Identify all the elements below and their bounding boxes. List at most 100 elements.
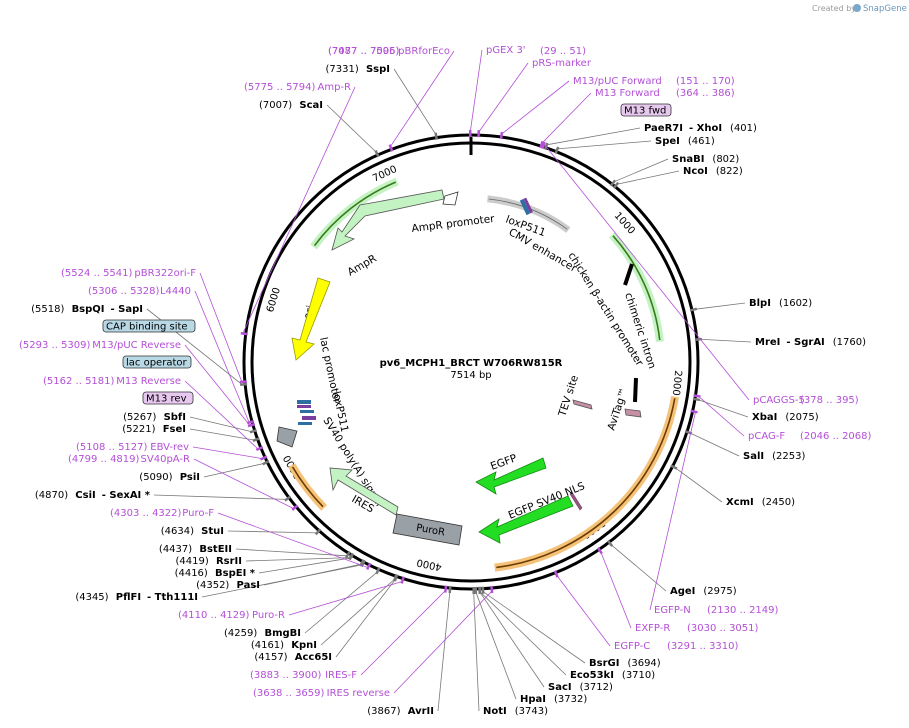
- primer-site[interactable]: SV40pA-R(4799 .. 4819): [68, 454, 190, 465]
- primer-14-leader: [192, 446, 263, 460]
- enzyme-23-site: [345, 550, 351, 559]
- primer-site[interactable]: EGFP-N(2130 .. 2149): [654, 605, 779, 616]
- primer-site[interactable]: L4440(5306 .. 5328): [88, 286, 191, 297]
- enzyme-site[interactable]: (4161) KpnI: [251, 640, 317, 651]
- enzyme-site[interactable]: NotI(3743): [483, 706, 548, 717]
- egfp-arrow-bottom: [478, 495, 574, 544]
- enzyme-site[interactable]: SalI(2253): [743, 451, 805, 462]
- enzyme-site[interactable]: (4437) BstEII: [159, 544, 232, 555]
- primer-site[interactable]: pBR322ori-F(5524 .. 5541): [61, 268, 196, 279]
- enzyme-site[interactable]: (4870) CsiI- SexAI *: [35, 490, 151, 501]
- enzyme-7-leader: [689, 432, 740, 457]
- primer-label: pCAGGS-5: [753, 395, 805, 406]
- tick-label: 6000: [265, 286, 283, 314]
- primer-site[interactable]: IRES reverse(3638 .. 3659): [253, 688, 390, 699]
- primer-site[interactable]: IRES-F(3883 .. 3900): [250, 670, 357, 681]
- primer-5-leader: [698, 395, 745, 437]
- primer-range: (364 .. 386): [676, 88, 735, 99]
- primer-site[interactable]: M13/pUC Reverse(5293 .. 5309): [19, 340, 181, 351]
- enzyme-site[interactable]: (4352) PasI: [196, 580, 260, 591]
- primer-site[interactable]: M13 Forward(364 .. 386): [595, 88, 735, 99]
- boxed-label[interactable]: M13 rev: [142, 391, 194, 405]
- enzyme-site[interactable]: (7331) SspI: [326, 64, 390, 75]
- enzyme-label: (7331) SspI: [326, 64, 390, 75]
- boxed-label[interactable]: M13 fwd: [620, 103, 672, 117]
- enzyme-site[interactable]: AgeI(2975): [670, 586, 737, 597]
- primer-9-site: [490, 585, 494, 594]
- enzyme-site[interactable]: SpeI(461): [655, 136, 715, 147]
- chimeric-intron-bar: [633, 377, 638, 403]
- primer-site[interactable]: pCAG-F(2046 .. 2068): [748, 431, 872, 442]
- enzyme-5-leader: [699, 338, 752, 343]
- feature-arcs: [288, 177, 680, 572]
- lac-promoter-block: [276, 426, 298, 448]
- enzyme-site[interactable]: BlpI(1602): [749, 298, 812, 309]
- enzyme-site[interactable]: (4345) PflFI- Tth111I: [75, 592, 198, 603]
- enzyme-site[interactable]: MreI- SgrAI(1760): [755, 337, 866, 348]
- primer-site[interactable]: pCAGGS-5(378 .. 395): [753, 395, 859, 406]
- primer-site[interactable]: Puro-R(4110 .. 4129): [178, 610, 285, 621]
- loxp511-bottom-marker: [297, 400, 316, 425]
- enzyme-label: Eco53kI(3710): [570, 670, 655, 681]
- enzyme-label: (5221) FseI: [122, 424, 186, 435]
- boxed-label[interactable]: CAP binding site: [102, 319, 196, 333]
- ampr-arrow: [331, 189, 445, 251]
- enzyme-site[interactable]: PaeR7I- XhoI(401): [644, 123, 757, 134]
- primer-2-leader: [501, 80, 570, 135]
- primer-label: pGEX 3': [486, 45, 526, 56]
- plasmid-name: pv6_MCPH1_BRCT W706RW815R: [380, 358, 563, 369]
- enzyme-site[interactable]: (5518) BspQI- SapI: [31, 304, 143, 315]
- primer-site[interactable]: Puro-F(4303 .. 4322): [110, 508, 214, 519]
- primer-site[interactable]: pGEX 3': [486, 45, 526, 56]
- enzyme-site[interactable]: (5221) FseI: [122, 424, 186, 435]
- enzyme-site[interactable]: SacI(3712): [548, 682, 613, 693]
- puror-orange-arc-line: [291, 466, 324, 508]
- enzyme-16-leader: [335, 579, 396, 658]
- enzyme-site[interactable]: XbaI(2075): [752, 412, 819, 423]
- enzyme-site[interactable]: (4419) RsrII: [176, 556, 242, 567]
- primer-site[interactable]: M13/pUC Forward(151 .. 170): [573, 76, 735, 87]
- enzyme-site[interactable]: NcoI(822): [683, 166, 743, 177]
- primer-10-leader: [360, 590, 446, 676]
- enzyme-26-site: [262, 459, 270, 466]
- primer-range: (5775 .. 5794): [244, 82, 316, 93]
- primer-range: (5293 .. 5309): [19, 340, 91, 351]
- enzyme-6-site: [692, 397, 701, 402]
- enzyme-site[interactable]: (5090) PsiI: [139, 472, 200, 483]
- enzyme-site[interactable]: (4259) BmgBI: [224, 628, 301, 639]
- enzyme-site[interactable]: (4634) StuI: [161, 526, 224, 537]
- primer-label: Puro-R: [252, 610, 285, 621]
- primer-site[interactable]: pRS-marker(29 .. 51): [532, 46, 592, 69]
- enzyme-site[interactable]: (5267) SbfI: [123, 412, 186, 423]
- enzyme-site[interactable]: BsrGI(3694): [589, 658, 661, 669]
- enzyme-site[interactable]: XcmI(2450): [726, 497, 795, 508]
- primer-site[interactable]: pBRforEco(7077 .. 7096): [328, 46, 450, 57]
- boxed-label-text: M13 rev: [146, 394, 187, 405]
- primer-5-site: [693, 394, 701, 398]
- enzyme-site[interactable]: SnaBI(802): [672, 154, 739, 165]
- primer-20-leader: [390, 50, 455, 147]
- enzyme-label: (4352) PasI: [196, 580, 260, 591]
- primer-17-leader: [194, 290, 250, 423]
- enzyme-label: SnaBI(802): [672, 154, 739, 165]
- boxed-label[interactable]: lac operator: [122, 355, 192, 369]
- enzyme-site[interactable]: (4416) BspEI *: [175, 568, 256, 579]
- enzyme-site[interactable]: HpaI(3732): [520, 694, 587, 705]
- ires-block: [392, 513, 463, 546]
- enzyme-site[interactable]: (3867) AvrII: [367, 706, 434, 717]
- primer-site[interactable]: EBV-rev(5108 .. 5127): [76, 442, 189, 453]
- primer-3-leader: [541, 92, 592, 144]
- primer-label: pBRforEco: [398, 46, 450, 57]
- enzyme-label: SacI(3712): [548, 682, 613, 693]
- primer-site[interactable]: EGFP-C(3291 .. 3310): [614, 641, 739, 652]
- enzyme-site[interactable]: (7007) ScaI: [259, 100, 323, 111]
- enzyme-site[interactable]: (4157) Acc65I: [254, 652, 332, 663]
- enzyme-label: BsrGI(3694): [589, 658, 661, 669]
- enzyme-site[interactable]: Eco53kI(3710): [570, 670, 655, 681]
- primer-6-leader: [649, 411, 696, 611]
- primer-3-site: [539, 140, 544, 149]
- primer-site[interactable]: Amp-R(5775 .. 5794): [244, 82, 351, 93]
- intron-outer-arc-line: [612, 235, 661, 341]
- primer-site[interactable]: M13 Reverse(5162 .. 5181): [43, 376, 181, 387]
- primer-site[interactable]: EXFP-R(3030 .. 3051): [635, 623, 759, 634]
